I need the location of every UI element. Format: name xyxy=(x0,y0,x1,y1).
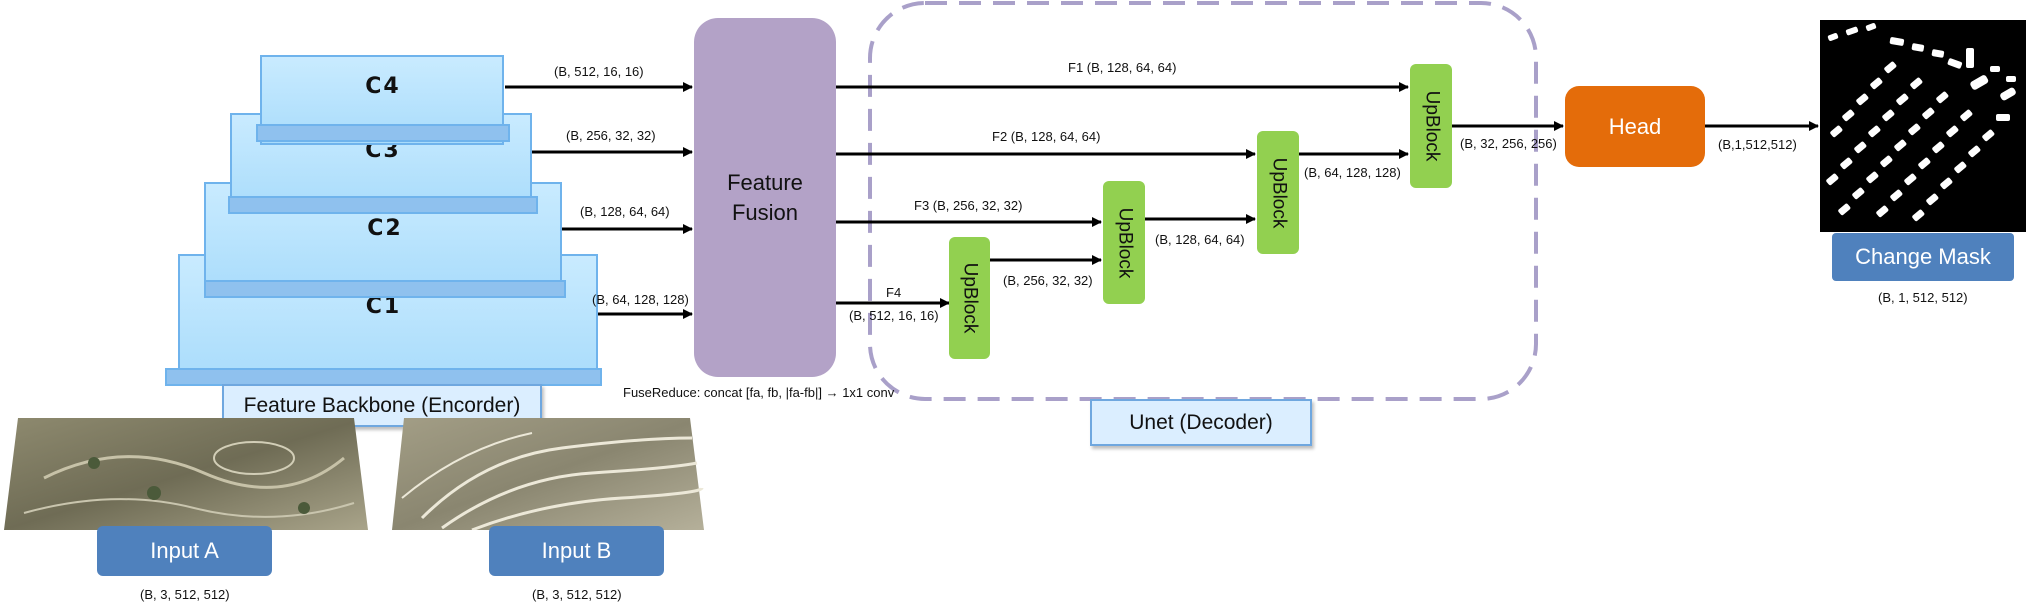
change-mask-shape: (B, 1, 512, 512) xyxy=(1878,290,1968,305)
fusion-note: FuseReduce: concat [fa, fb, |fa-fb|] → 1… xyxy=(623,385,895,400)
layer-c2-edge xyxy=(204,280,566,298)
c1-shape-label: (B, 64, 128, 128) xyxy=(592,292,689,307)
layer-c1-label: C1 xyxy=(365,294,402,319)
input-a-image xyxy=(4,418,368,530)
input-a-shape: (B, 3, 512, 512) xyxy=(140,587,230,602)
upblock-1-label: UpBlock xyxy=(959,262,981,334)
f4-label: F4 xyxy=(886,285,902,300)
upblock-3-label: UpBlock xyxy=(1268,157,1289,228)
fusion-line1: Feature xyxy=(727,169,803,195)
change-mask-image xyxy=(1820,20,2026,232)
c3-shape-label: (B, 256, 32, 32) xyxy=(566,128,656,143)
f4-shape-label: (B, 512, 16, 16) xyxy=(849,308,939,323)
change-mask-graphic xyxy=(1826,23,2016,222)
f2-label: F2 (B, 128, 64, 64) xyxy=(992,129,1101,144)
head-output-shape: (B,1,512,512) xyxy=(1718,137,1797,152)
upblock-4-label: UpBlock xyxy=(1421,90,1442,162)
upblock-1: UpBlock xyxy=(949,237,990,359)
layer-c4-edge xyxy=(256,124,510,142)
change-mask-label: Change Mask xyxy=(1832,233,2014,281)
up1-shape-label: (B, 256, 32, 32) xyxy=(1003,273,1093,288)
upblock-2: UpBlock xyxy=(1103,181,1145,304)
up4-shape-label: (B, 32, 256, 256) xyxy=(1460,136,1557,151)
up2-shape-label: (B, 128, 64, 64) xyxy=(1155,232,1245,247)
upblock-4: UpBlock xyxy=(1410,64,1452,188)
input-b-shape: (B, 3, 512, 512) xyxy=(532,587,622,602)
upblock-3: UpBlock xyxy=(1257,131,1299,254)
decoder-caption: Unet (Decoder) xyxy=(1090,399,1312,446)
head-block: Head xyxy=(1565,86,1705,167)
input-a-label: Input A xyxy=(97,526,272,576)
f1-label: F1 (B, 128, 64, 64) xyxy=(1068,60,1177,75)
input-b-label: Input B xyxy=(489,526,664,576)
f3-label: F3 (B, 256, 32, 32) xyxy=(914,198,1023,213)
layer-c4-label: C4 xyxy=(365,74,401,99)
layer-c3-edge xyxy=(228,196,538,214)
up3-shape-label: (B, 64, 128, 128) xyxy=(1304,165,1401,180)
c4-shape-label: (B, 512, 16, 16) xyxy=(554,64,644,79)
feature-fusion-block: Feature Fusion xyxy=(694,18,836,377)
layer-c2-label: C2 xyxy=(367,216,403,241)
upblock-2-label: UpBlock xyxy=(1114,207,1135,278)
input-b-image xyxy=(392,418,704,530)
fusion-line2: Fusion xyxy=(731,199,799,225)
c2-shape-label: (B, 128, 64, 64) xyxy=(580,204,670,219)
mask-buildings xyxy=(1826,23,2016,222)
